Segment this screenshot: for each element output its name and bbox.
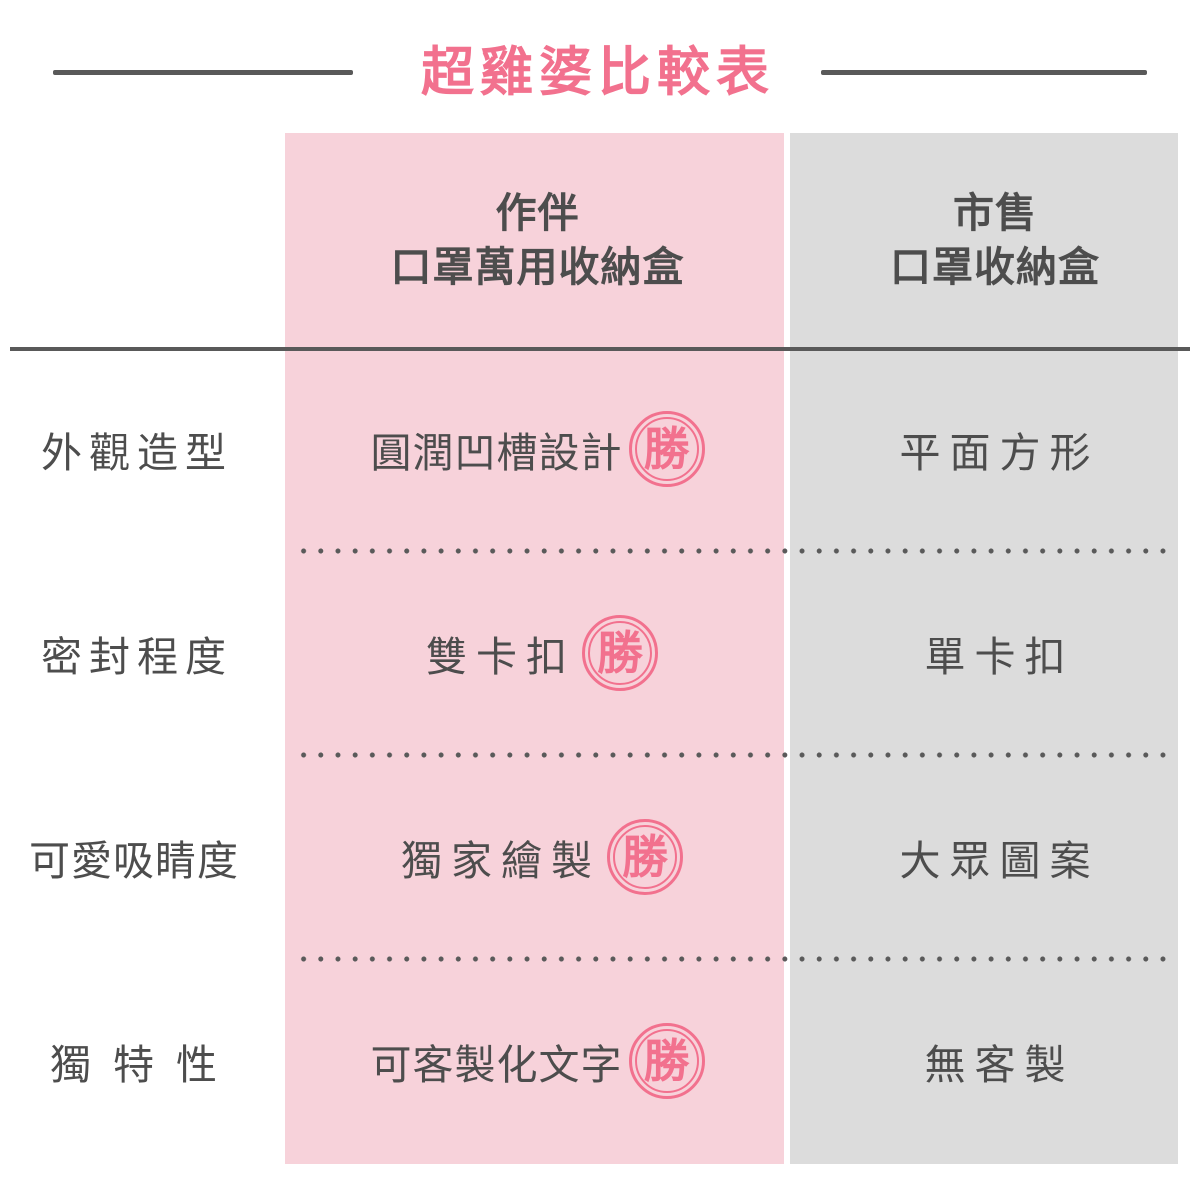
row-ours-inner: 可客製化文字 勝 bbox=[371, 1023, 705, 1099]
row-market-cell: 無客製 bbox=[790, 959, 1200, 1163]
table-row: 密封程度 雙卡扣 勝 單卡扣 bbox=[0, 551, 1200, 758]
row-market-cell: 單卡扣 bbox=[790, 551, 1200, 755]
row-ours-cell: 雙卡扣 勝 bbox=[285, 551, 790, 755]
row-label: 可愛吸睛度 bbox=[29, 838, 239, 884]
row-ours-value: 雙卡扣 bbox=[426, 634, 576, 680]
header-ours-text: 作伴 口罩萬用收納盒 bbox=[391, 186, 685, 294]
win-stamp-ring-inner bbox=[588, 621, 652, 685]
row-separator bbox=[295, 548, 1177, 554]
win-stamp-icon: 勝 bbox=[607, 819, 683, 895]
row-ours-value: 獨家繪製 bbox=[401, 838, 601, 884]
header-divider bbox=[10, 347, 1190, 351]
row-ours-cell: 可客製化文字 勝 bbox=[285, 959, 790, 1163]
row-ours-value: 可客製化文字 bbox=[370, 1042, 623, 1088]
win-stamp-char: 勝 bbox=[597, 627, 643, 679]
row-label-cell: 外觀造型 bbox=[0, 347, 285, 551]
row-label: 獨特性 bbox=[50, 1042, 239, 1088]
win-stamp-icon: 勝 bbox=[628, 411, 705, 487]
header-ours-cell: 作伴 口罩萬用收納盒 bbox=[285, 133, 790, 347]
win-stamp-ring-inner bbox=[634, 417, 699, 481]
row-market-cell: 大眾圖案 bbox=[790, 755, 1200, 959]
row-label-cell: 獨特性 bbox=[0, 959, 285, 1163]
row-ours-cell: 獨家繪製 勝 bbox=[285, 755, 790, 959]
row-label: 密封程度 bbox=[41, 634, 233, 680]
win-stamp-icon: 勝 bbox=[628, 1023, 705, 1099]
row-ours-inner: 獨家繪製 勝 bbox=[392, 819, 683, 895]
row-label: 外觀造型 bbox=[41, 430, 233, 476]
title-rule-right bbox=[821, 69, 1147, 75]
header-market-text: 市售 口罩收納盒 bbox=[890, 186, 1100, 294]
page-title: 超雞婆比較表 bbox=[421, 42, 775, 102]
header-ours-line2: 口罩萬用收納盒 bbox=[390, 244, 685, 290]
win-stamp-ring-inner bbox=[634, 1029, 699, 1093]
win-stamp-ring-outer bbox=[607, 819, 683, 895]
row-separator bbox=[295, 956, 1177, 962]
ours-column-band bbox=[285, 133, 784, 1164]
win-stamp-ring-inner bbox=[613, 825, 677, 889]
win-stamp-ring-outer bbox=[628, 411, 705, 487]
table-row: 獨特性 可客製化文字 勝 無客製 bbox=[0, 959, 1200, 1163]
header-ours-line1: 作伴 bbox=[495, 189, 580, 236]
row-ours-inner: 雙卡扣 勝 bbox=[417, 615, 658, 691]
win-stamp-icon: 勝 bbox=[582, 615, 658, 691]
row-separator bbox=[295, 752, 1177, 758]
header-market-cell: 市售 口罩收納盒 bbox=[790, 133, 1200, 347]
table-header-row: 作伴 口罩萬用收納盒 市售 口罩收納盒 bbox=[0, 133, 1200, 347]
win-stamp-ring-outer bbox=[582, 615, 658, 691]
row-market-value: 大眾圖案 bbox=[899, 838, 1100, 884]
row-market-value: 平面方形 bbox=[899, 430, 1100, 476]
win-stamp-char: 勝 bbox=[643, 1035, 690, 1087]
header-market-line1: 市售 bbox=[953, 189, 1037, 236]
comparison-table: 作伴 口罩萬用收納盒 市售 口罩收納盒 外觀造型 圓潤凹槽設計 bbox=[0, 133, 1200, 1163]
market-column-band bbox=[790, 133, 1178, 1164]
row-market-value: 單卡扣 bbox=[924, 634, 1075, 680]
row-ours-cell: 圓潤凹槽設計 勝 bbox=[285, 347, 790, 551]
row-label-cell: 密封程度 bbox=[0, 551, 285, 755]
header-market-line2: 口罩收納盒 bbox=[890, 244, 1100, 290]
win-stamp-ring-outer bbox=[628, 1023, 705, 1099]
title-row: 超雞婆比較表 bbox=[0, 34, 1200, 110]
row-market-cell: 平面方形 bbox=[790, 347, 1200, 551]
row-label-cell: 可愛吸睛度 bbox=[0, 755, 285, 959]
win-stamp-char: 勝 bbox=[643, 423, 690, 475]
row-ours-value: 圓潤凹槽設計 bbox=[370, 430, 623, 476]
header-label-cell bbox=[0, 133, 285, 347]
table-row: 可愛吸睛度 獨家繪製 勝 大眾圖案 bbox=[0, 755, 1200, 962]
row-market-value: 無客製 bbox=[924, 1042, 1075, 1088]
win-stamp-char: 勝 bbox=[622, 831, 668, 883]
title-rule-left bbox=[53, 69, 353, 75]
table-row: 外觀造型 圓潤凹槽設計 勝 平面方形 bbox=[0, 347, 1200, 554]
row-ours-inner: 圓潤凹槽設計 勝 bbox=[371, 411, 705, 487]
